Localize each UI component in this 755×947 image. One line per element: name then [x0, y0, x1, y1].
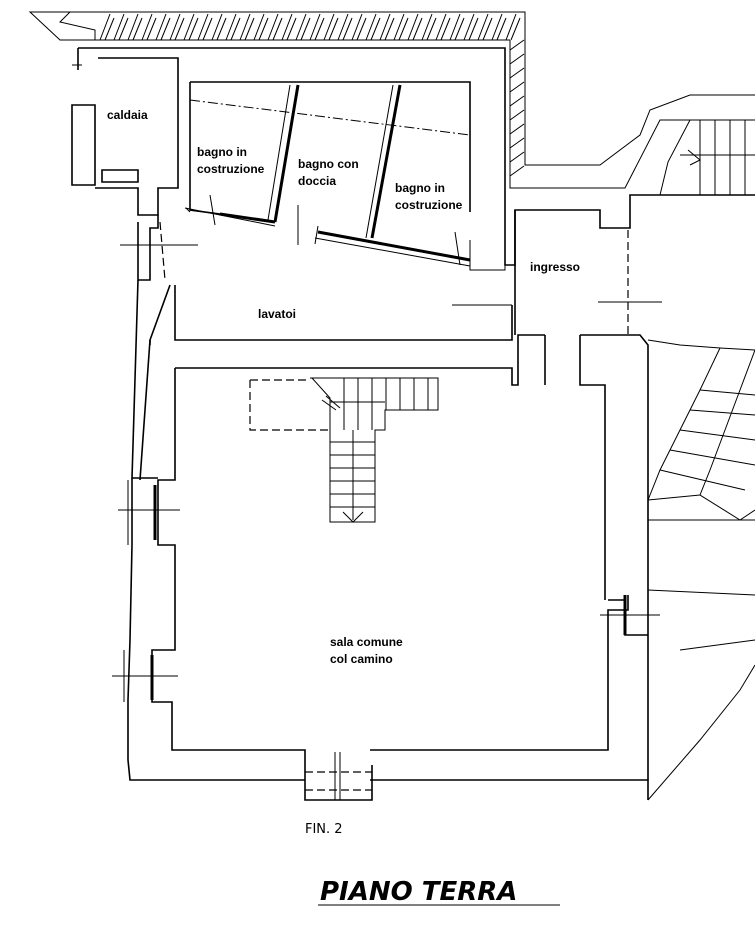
hatch-mark	[509, 109, 525, 121]
floor-title: PIANO TERRA	[320, 877, 517, 907]
external-stair	[659, 119, 755, 196]
hatch-mark	[99, 13, 115, 41]
hatch-mark	[253, 13, 269, 41]
label-bagno-doccia-line2: doccia	[298, 174, 336, 188]
hatch-mark	[239, 13, 255, 41]
hatch-mark	[509, 67, 525, 79]
hatch-mark	[281, 13, 297, 41]
label-bagno1-line1: bagno in	[197, 145, 247, 159]
walls	[71, 47, 755, 801]
hatch-mark	[421, 13, 437, 41]
hatch-mark	[295, 13, 311, 41]
hatch-mark	[505, 13, 521, 41]
hatch-mark	[449, 13, 465, 41]
exterior-terrain	[647, 339, 755, 801]
hatch-mark	[225, 13, 241, 41]
hatch-mark	[155, 13, 171, 41]
hatch-mark	[509, 151, 525, 163]
label-bagno1-line2: costruzione	[197, 162, 265, 176]
label-caldaia: caldaia	[107, 108, 148, 122]
hatch-mark	[211, 13, 227, 41]
hatch-mark	[509, 165, 525, 177]
hatch-mark	[183, 13, 199, 41]
label-bagno-doccia-line1: bagno con	[298, 157, 359, 171]
hatch-mark	[509, 81, 525, 93]
hatch-mark	[127, 13, 143, 41]
hatch-mark	[309, 13, 325, 41]
window-annotation: FIN. 2	[305, 822, 343, 837]
hatch-mark	[379, 13, 395, 41]
room-labels: caldaia bagno in costruzione bagno con d…	[107, 108, 580, 666]
hatch-mark	[491, 13, 507, 41]
hatch-mark	[509, 39, 525, 51]
hatch-mark	[337, 13, 353, 41]
earth-hatching	[28, 11, 755, 189]
hatch-mark	[463, 13, 479, 41]
hatch-mark	[435, 13, 451, 41]
hatch-mark	[141, 13, 157, 41]
hatch-mark	[509, 137, 525, 149]
hatch-mark	[113, 13, 129, 41]
label-sala-line2: col camino	[330, 652, 393, 666]
hatch-mark	[323, 13, 339, 41]
label-sala-line1: sala comune	[330, 635, 403, 649]
stair-treads	[321, 378, 429, 523]
openings	[72, 55, 319, 245]
hatch-mark	[197, 13, 213, 41]
label-ingresso: ingresso	[530, 260, 580, 274]
hatch-mark	[351, 13, 367, 41]
hatch-mark	[509, 95, 525, 107]
hatch-mark	[169, 13, 185, 41]
label-lavatoi: lavatoi	[258, 307, 296, 321]
hatch-mark	[407, 13, 423, 41]
hatch-mark	[477, 13, 493, 41]
hatch-mark	[393, 13, 409, 41]
hatch-mark	[509, 123, 525, 135]
hatch-mark	[509, 53, 525, 65]
hatch-mark	[365, 13, 381, 41]
label-bagno2-line1: bagno in	[395, 181, 445, 195]
label-bagno2-line2: costruzione	[395, 198, 463, 212]
hatch-mark	[267, 13, 283, 41]
